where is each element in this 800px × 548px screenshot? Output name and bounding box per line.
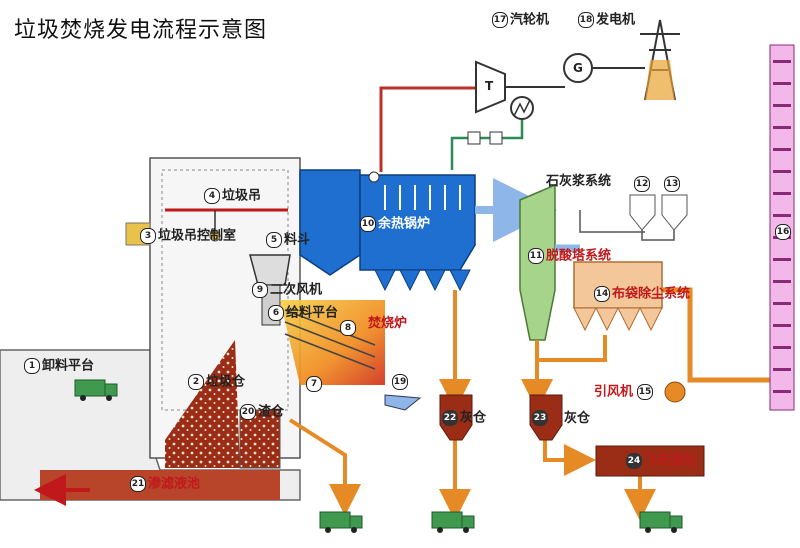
boiler-main [359, 174, 476, 271]
trucks [74, 379, 683, 533]
chimney-band [773, 346, 791, 349]
lime-tank-12 [629, 194, 656, 231]
slag-outlet [384, 394, 422, 411]
feed-hopper-shape [249, 254, 291, 286]
turbine-symbol: T [485, 79, 494, 93]
page-title: 垃圾焚烧发电流程示意图 [14, 18, 268, 43]
truck-icon [74, 379, 118, 401]
incinerator-label: 焚烧炉 [368, 316, 408, 331]
chimney-band [773, 192, 791, 195]
steam-pipe [379, 86, 476, 172]
chimney-band [773, 60, 791, 63]
induced-fan-icon [664, 381, 686, 403]
chimney-bands [773, 60, 791, 393]
lime-tank-13 [661, 194, 688, 231]
boiler-tubes [384, 185, 461, 210]
truck-icon [319, 511, 363, 533]
condensate-pipe [450, 118, 524, 170]
boiler-hoppers [374, 269, 471, 292]
chimney-band [773, 258, 791, 261]
chimney-band [773, 82, 791, 85]
chimney-band [773, 148, 791, 151]
grate-bars [284, 309, 376, 370]
power-tower-base [645, 60, 675, 100]
chimney-band [773, 280, 791, 283]
bag-filter-shape [573, 261, 663, 309]
pump-1 [467, 131, 481, 145]
item-13-label: 13 [664, 176, 682, 192]
chimney-band [773, 324, 791, 327]
item-8-label: 8 [340, 320, 358, 336]
generator-symbol: G [573, 61, 583, 75]
crane-grab [209, 230, 221, 242]
waste-bunker [165, 340, 240, 468]
chimney-label: 16 [775, 224, 793, 240]
lime-slurry-label: 石灰浆系统 [546, 174, 612, 189]
item-7-label: 7 [306, 376, 324, 392]
leachate-pit [40, 470, 280, 500]
incinerator-fire [280, 300, 385, 385]
chimney-band [773, 302, 791, 305]
drum-icon [368, 171, 380, 183]
pump-2 [489, 131, 503, 145]
chimney-band [773, 170, 791, 173]
turbine-icon [475, 60, 506, 114]
bag-filter-hoppers [573, 307, 663, 332]
boiler-body [299, 169, 361, 276]
chimney-band [773, 214, 791, 217]
chimney-band [773, 390, 791, 393]
lime-line [579, 210, 675, 241]
chimney-band [773, 368, 791, 371]
fly-ash-box [595, 445, 705, 477]
item-19-label: 19 [392, 374, 410, 390]
flue-duct-3 [662, 287, 770, 383]
ash-flow-arrows [34, 290, 656, 521]
chimney-band [773, 126, 791, 129]
truck-icon [431, 511, 475, 533]
item-12-label: 12 [634, 176, 652, 192]
condenser-coil [513, 99, 531, 117]
truck-icon [639, 511, 683, 533]
chimney-band [773, 104, 791, 107]
